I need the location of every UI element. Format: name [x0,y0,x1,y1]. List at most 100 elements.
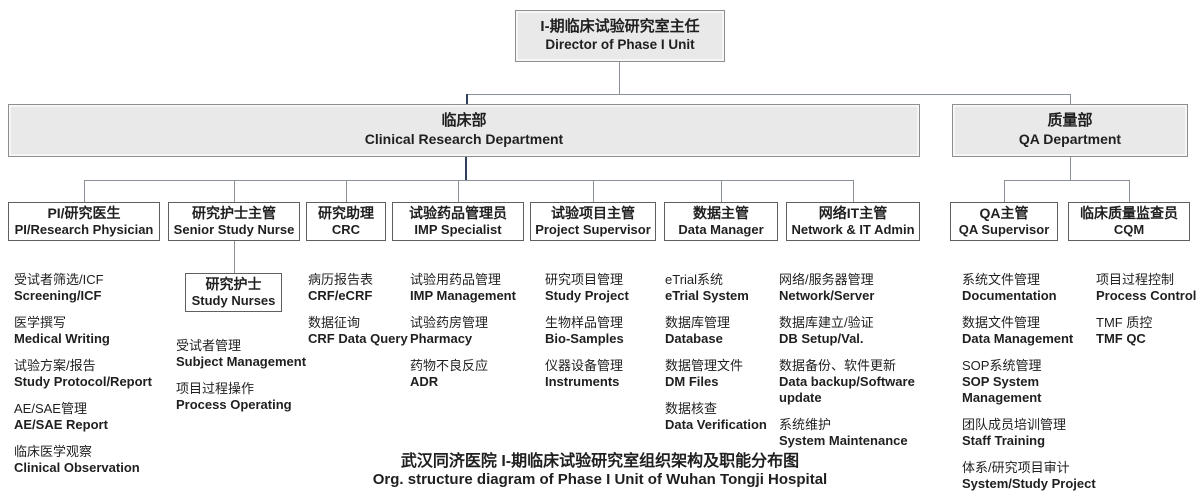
connector-line [84,180,853,181]
connector-line [84,180,85,202]
connector-line [466,94,468,104]
duty-en: Screening/ICF [14,288,102,303]
director-title-en: Director of Phase I Unit [545,36,695,52]
role-title-en: Project Supervisor [535,222,651,238]
role-title-en: Data Manager [678,222,764,238]
role-box-data-manager: 数据主管 Data Manager [664,202,778,241]
sub-box-study-nurses: 研究护士 Study Nurses [185,273,282,312]
duty-zh: eTrial系统 [665,272,724,287]
connector-line [853,180,854,202]
duty-zh: 团队成员培训管理 [962,417,1067,432]
duty-zh: 项目过程操作 [176,381,255,396]
role-box-project-supervisor: 试验项目主管 Project Supervisor [530,202,656,241]
connector-line [1070,94,1071,104]
duty-en: Staff Training [962,433,1046,448]
role-title-zh: 临床质量监查员 [1080,204,1178,221]
duty-en: Subject Management [176,354,307,369]
dept-box-clinical: 临床部 Clinical Research Department [8,104,920,157]
duty-zh: AE/SAE管理 [14,401,87,416]
duty-en: Instruments [545,374,620,389]
duty-en: System Maintenance [779,433,908,448]
sub-box-title-zh: 研究护士 [205,275,262,292]
role-title-zh: 网络IT主管 [818,204,888,221]
role-title-en: Network & IT Admin [791,222,915,238]
role-title-en: CQM [1113,222,1145,238]
role-title-en: IMP Specialist [414,222,502,238]
duty-zh: SOP系统管理 [962,358,1042,373]
duty-en: AE/SAE Report [14,417,108,432]
duty-en: Study Project [545,288,629,303]
duty-en: CRF Data Query [308,331,408,346]
caption-zh: 武汉同济医院 I-期临床试验研究室组织架构及职能分布图 [400,453,800,470]
duty-zh: 数据核查 [665,401,718,416]
duty-zh: 病历报告表 [308,272,374,287]
role-box-cqm: 临床质量监查员 CQM [1068,202,1190,241]
duty-en: Data Management [962,331,1074,346]
connector-line [458,180,459,202]
duty-zh: 数据备份、软件更新 [779,358,897,373]
role-title-zh: 试验项目主管 [551,204,635,221]
duty-zh: 数据征询 [308,315,361,330]
duty-zh: 数据文件管理 [962,315,1041,330]
director-title-zh: I-期临床试验研究室主任 [540,18,700,36]
duty-en: Bio-Samples [545,331,624,346]
duty-zh: TMF 质控 [1096,315,1153,330]
duty-zh: 系统维护 [779,417,832,432]
role-box-crc: 研究助理 CRC [306,202,386,241]
duty-zh: 生物样品管理 [545,315,624,330]
duty-en: Clinical Observation [14,460,140,475]
role-title-zh: 数据主管 [693,204,749,221]
duty-en: Process Control [1096,288,1197,303]
connector-line [1004,180,1005,202]
chart-caption: 武汉同济医院 I-期临床试验研究室组织架构及职能分布图 Org. structu… [0,452,1200,489]
dept-box-qa: 质量部 QA Department [952,104,1188,157]
duty-en: Medical Writing [14,331,110,346]
role-title-zh: QA主管 [979,204,1029,221]
duty-en: Pharmacy [410,331,473,346]
duty-zh: 数据库管理 [665,315,731,330]
duty-zh: 临床医学观察 [14,444,93,459]
duty-en: Documentation [962,288,1057,303]
duty-zh: 试验药房管理 [410,315,489,330]
duty-zh: 试验方案/报告 [14,358,96,373]
connector-line [346,180,347,202]
duty-zh: 数据库建立/验证 [779,315,874,330]
duty-zh: 体系/研究项目审计 [962,460,1070,475]
duty-en: eTrial System [665,288,749,303]
director-box: I-期临床试验研究室主任 Director of Phase I Unit [515,10,725,62]
role-title-zh: 试验药品管理员 [409,204,507,221]
connector-line [467,94,1071,95]
role-title-zh: 研究助理 [318,204,374,221]
connector-line [234,241,235,273]
role-title-zh: PI/研究医生 [47,204,121,221]
duty-zh: 医学撰写 [14,315,67,330]
duty-en: DM Files [665,374,719,389]
caption-en: Org. structure diagram of Phase I Unit o… [372,471,828,489]
connector-line [619,62,620,94]
duty-en: DB Setup/Val. [779,331,864,346]
